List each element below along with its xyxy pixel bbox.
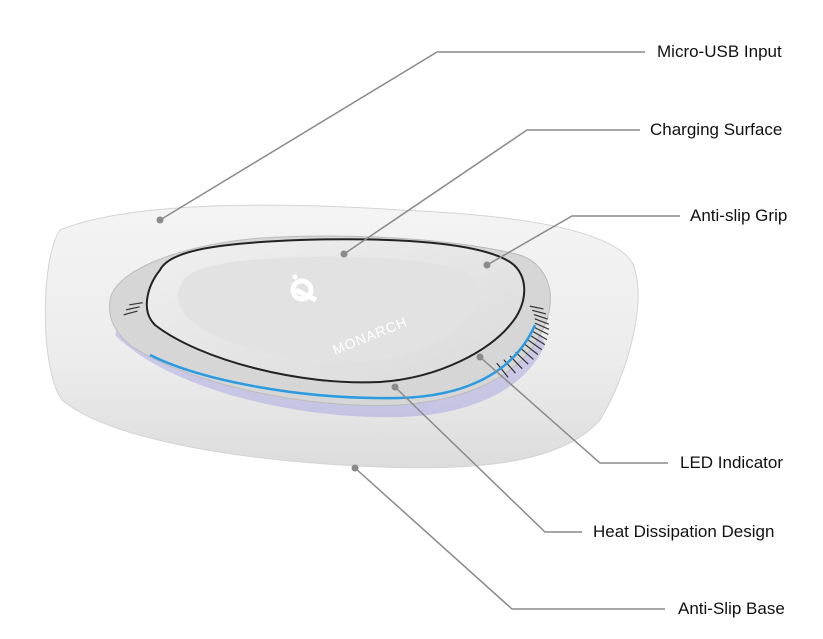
- leader-dots: [156, 216, 491, 472]
- leader-heat: [394, 386, 582, 533]
- fin: [532, 331, 548, 341]
- fin: [530, 335, 546, 346]
- led-indicator-strip: [149, 324, 537, 400]
- fin: [534, 326, 549, 336]
- fin: [534, 318, 549, 325]
- fin: [520, 347, 534, 360]
- label-anti-slip-base: Anti-Slip Base: [678, 599, 785, 618]
- fin: [129, 302, 143, 306]
- fin: [123, 310, 138, 316]
- fin: [503, 359, 516, 374]
- label-led-indicator: LED Indicator: [680, 453, 783, 472]
- fin: [529, 305, 544, 310]
- leader-micro-usb: [159, 51, 645, 221]
- fin: [125, 306, 140, 311]
- fin: [534, 322, 550, 330]
- label-anti-slip-grip: Anti-slip Grip: [690, 206, 788, 225]
- charging-surface-inner: [178, 256, 480, 363]
- fin: [532, 309, 547, 315]
- fin: [496, 362, 509, 378]
- leader-anti-slip-grip: [486, 215, 680, 266]
- fin: [527, 339, 543, 351]
- leader-lines: [159, 51, 680, 610]
- fin: [524, 343, 539, 356]
- fin: [533, 313, 548, 320]
- leader-base: [354, 467, 665, 610]
- leader-led: [479, 356, 668, 464]
- qi-logo-icon: [290, 274, 318, 303]
- heat-dissipation-fins: [123, 302, 550, 378]
- label-micro-usb-input: Micro-USB Input: [657, 42, 782, 61]
- label-charging-surface: Charging Surface: [650, 120, 783, 139]
- leader-charging-surface: [343, 129, 640, 255]
- label-heat-dissipation-design: Heat Dissipation Design: [593, 522, 775, 541]
